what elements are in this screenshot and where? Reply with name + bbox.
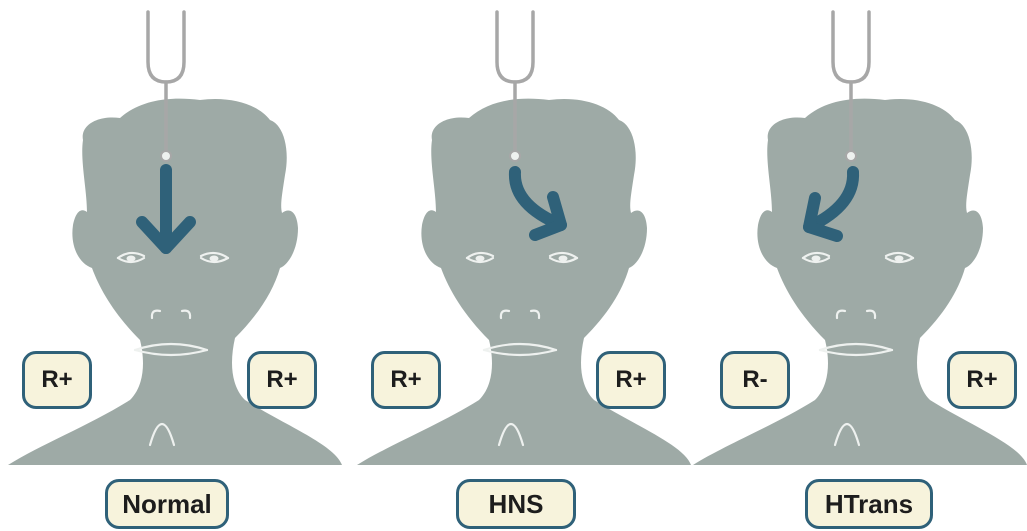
panel-label: HTrans xyxy=(805,479,933,529)
panel-label: HNS xyxy=(456,479,576,529)
panel-label: Normal xyxy=(105,479,229,529)
panel-normal: R+ R+ Normal xyxy=(0,0,342,531)
left-response-badge: R- xyxy=(720,351,790,409)
left-response-badge: R+ xyxy=(371,351,441,409)
head-silhouette xyxy=(8,99,342,465)
left-response-badge: R+ xyxy=(22,351,92,409)
right-response-badge: R+ xyxy=(596,351,666,409)
head-silhouette xyxy=(357,99,691,465)
right-response-badge: R+ xyxy=(947,351,1017,409)
head-silhouette xyxy=(693,99,1027,465)
panel-hns: R+ R+ HNS xyxy=(349,0,691,531)
right-response-badge: R+ xyxy=(247,351,317,409)
panel-htrans: R- R+ HTrans xyxy=(685,0,1027,531)
